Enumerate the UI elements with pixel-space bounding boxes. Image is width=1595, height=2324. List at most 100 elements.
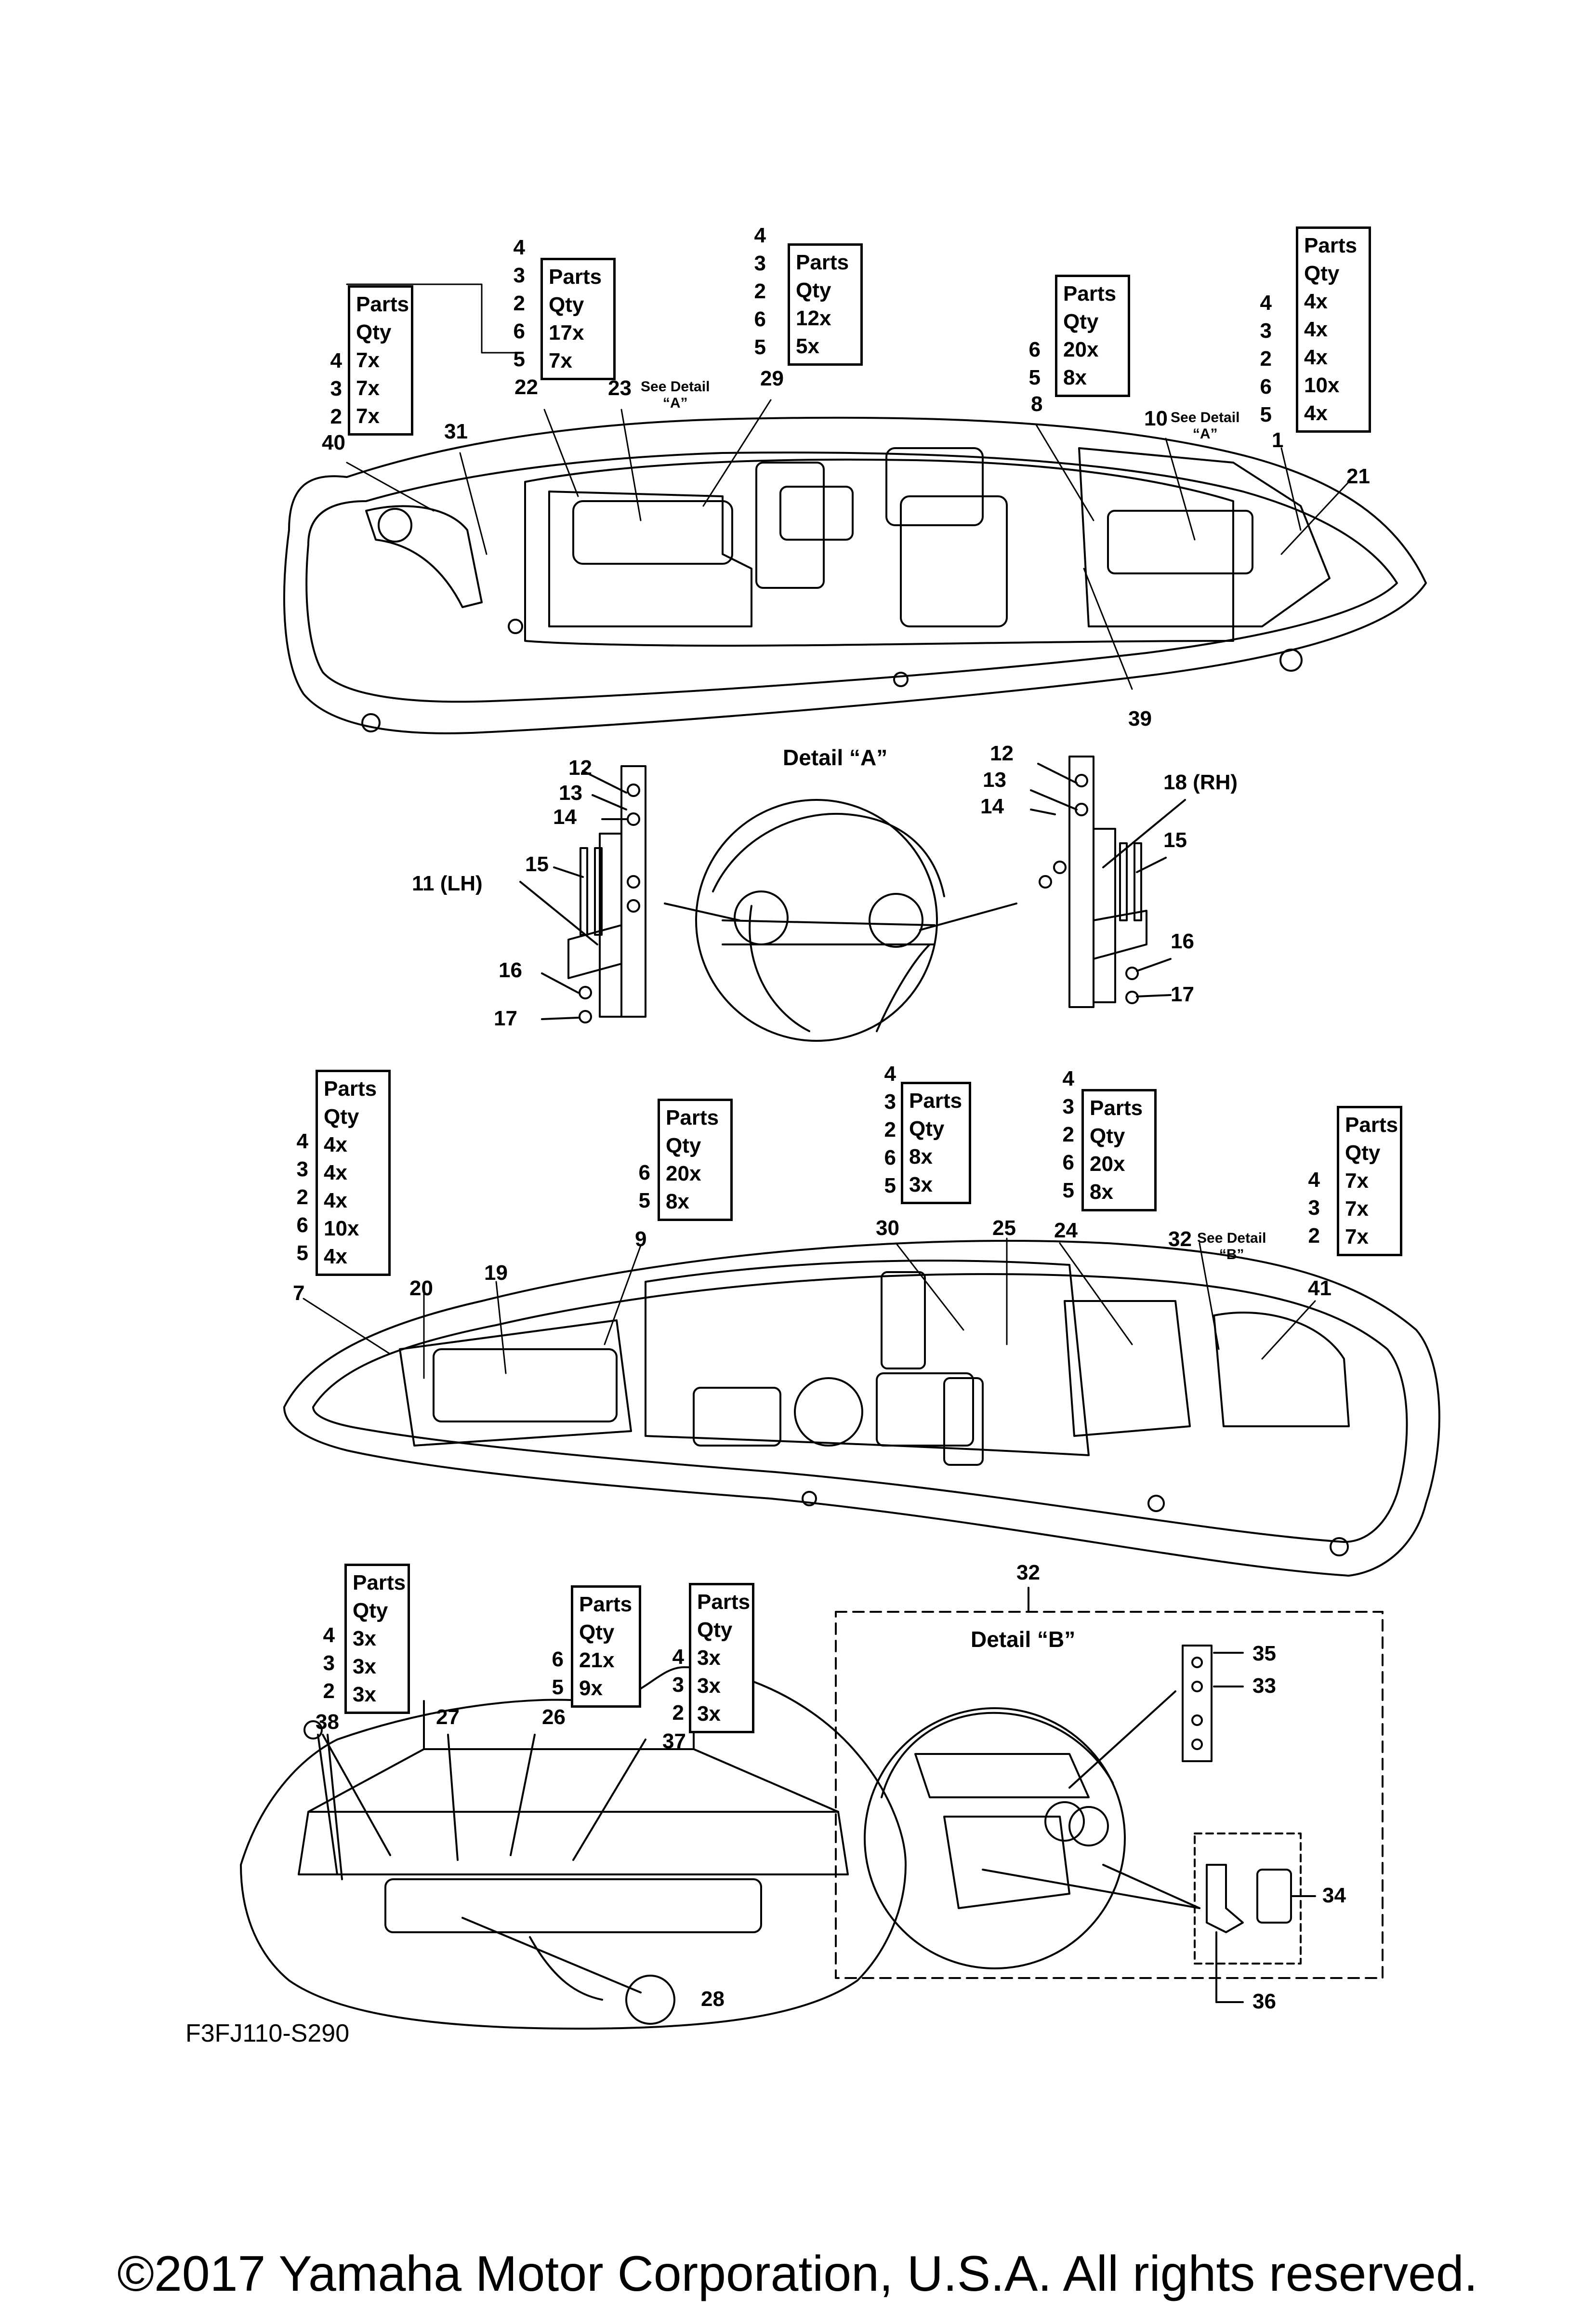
callout-15-lh: 15 <box>525 852 549 876</box>
parts-qty-table-t22: Parts Qty 17x 7x <box>540 258 616 380</box>
detail-ref-a: “A” <box>1192 426 1218 442</box>
callout-7: 7 <box>293 1281 305 1305</box>
parts-qty-table-t26: Parts Qty 21x 9x <box>571 1585 641 1708</box>
qty-value: 7x <box>356 348 380 372</box>
qty-value: 4x <box>324 1133 347 1156</box>
ref-number: 4 <box>754 224 766 247</box>
qty-value: 20x <box>1090 1152 1125 1176</box>
parts-qty-table-t38: Parts Qty 3x 3x 3x <box>344 1564 410 1714</box>
qty-value: 10x <box>1304 373 1340 397</box>
table-header-parts: Parts <box>1345 1113 1398 1137</box>
parts-qty-table-t40: Parts Qty 7x 7x 7x <box>348 285 413 436</box>
ref-number: 4 <box>323 1623 335 1647</box>
qty-value: 3x <box>909 1173 933 1196</box>
ref-number: 6 <box>513 319 525 343</box>
table-header-parts: Parts <box>579 1593 633 1616</box>
callout-23: 23 <box>608 376 632 400</box>
see-detail-text: See Detail <box>641 379 710 395</box>
hinge-bracket-rh <box>1030 756 1186 1008</box>
callout-16-lh: 16 <box>499 958 522 982</box>
ref-number: 6 <box>1062 1151 1074 1174</box>
ref-number: 6 <box>552 1647 564 1671</box>
ref-column-t40: 4 3 2 <box>318 347 342 431</box>
callout-18-rh: 18 (RH) <box>1163 770 1238 794</box>
boat-hull-lower <box>283 1240 1440 1577</box>
qty-value: 3x <box>697 1674 721 1698</box>
table-header-qty: Qty <box>324 1105 359 1129</box>
detail-ref-b: “B” <box>1219 1247 1244 1262</box>
callout-24: 24 <box>1054 1219 1078 1242</box>
ref-number: 3 <box>330 377 342 400</box>
ref-number: 2 <box>1062 1123 1074 1146</box>
callout-37: 37 <box>662 1729 686 1753</box>
ref-number: 4 <box>330 349 342 372</box>
qty-value: 4x <box>1304 345 1328 369</box>
ref-number: 3 <box>323 1651 335 1675</box>
table-header-parts: Parts <box>909 1089 962 1113</box>
callout-26: 26 <box>542 1705 566 1729</box>
parts-qty-table-t7: Parts Qty 4x 4x 4x 10x 4x <box>316 1070 391 1276</box>
ref-number: 3 <box>884 1090 896 1114</box>
ref-column-t22: 4 3 2 6 5 <box>501 234 525 373</box>
leaders-upper <box>346 283 1350 690</box>
ref-number: 6 <box>1028 338 1041 361</box>
ref-number: 5 <box>884 1174 896 1197</box>
qty-value: 3x <box>353 1683 376 1706</box>
qty-value: 8x <box>909 1145 933 1169</box>
ref-column-t29: 4 3 2 6 5 <box>742 222 766 361</box>
callout-14-rh: 14 <box>980 795 1004 818</box>
callout-31: 31 <box>444 420 468 443</box>
qty-value: 3x <box>353 1655 376 1678</box>
ref-number: 2 <box>330 405 342 428</box>
table-header-parts: Parts <box>1304 234 1358 257</box>
ref-number: 4 <box>296 1129 308 1153</box>
ref-number: 2 <box>296 1185 308 1209</box>
ref-number: 4 <box>1308 1168 1320 1192</box>
ref-number: 4 <box>1062 1067 1074 1090</box>
table-header-qty: Qty <box>356 320 392 344</box>
ref-column-t1: 4 3 2 6 5 <box>1248 289 1272 429</box>
table-header-parts: Parts <box>796 251 849 274</box>
parts-qty-table-t37: Parts Qty 3x 3x 3x <box>689 1583 754 1733</box>
callout-10: 10 <box>1144 407 1168 430</box>
ref-number: 6 <box>1260 375 1272 398</box>
callout-38: 38 <box>316 1710 339 1734</box>
callout-9: 9 <box>635 1227 647 1251</box>
ref-number: 3 <box>1260 319 1272 343</box>
qty-value: 8x <box>1090 1180 1113 1204</box>
ref-column-t41: 4 3 2 <box>1296 1166 1320 1250</box>
ref-column-t37: 4 3 2 <box>660 1643 684 1727</box>
ref-number: 6 <box>638 1161 650 1184</box>
hinge-bracket-lh <box>519 765 646 1023</box>
detail-b-frame <box>835 1587 1384 2003</box>
detail-b-title: Detail “B” <box>971 1627 1076 1652</box>
table-header-qty: Qty <box>1345 1141 1381 1165</box>
see-detail-text: See Detail <box>1197 1230 1266 1246</box>
callout-1: 1 <box>1272 428 1284 452</box>
ref-number: 6 <box>754 307 766 331</box>
callout-22: 22 <box>514 375 538 399</box>
ref-number: 5 <box>513 347 525 371</box>
table-header-parts: Parts <box>549 265 602 289</box>
qty-value: 4x <box>324 1161 347 1184</box>
ref-number: 2 <box>754 279 766 303</box>
ref-column-t9: 6 5 <box>626 1159 650 1215</box>
parts-qty-table-t9: Parts Qty 20x 8x <box>658 1099 733 1221</box>
table-header-parts: Parts <box>1090 1096 1143 1120</box>
table-header-parts: Parts <box>697 1590 751 1614</box>
ref-number: 3 <box>1062 1095 1074 1118</box>
ref-number: 3 <box>754 252 766 275</box>
callout-13-lh: 13 <box>559 781 582 805</box>
callout-12-lh: 12 <box>568 756 592 780</box>
parts-qty-table-t24: Parts Qty 20x 8x <box>1081 1089 1157 1211</box>
callout-30: 30 <box>876 1216 899 1240</box>
callout-36: 36 <box>1252 1990 1276 2013</box>
see-detail-note-23: See Detail “A” <box>641 379 710 412</box>
ref-number: 5 <box>638 1189 650 1212</box>
callout-29: 29 <box>760 367 784 390</box>
ref-number: 4 <box>672 1645 684 1669</box>
callout-8: 8 <box>1031 392 1043 416</box>
parts-qty-table-t29: Parts Qty 12x 5x <box>788 243 863 366</box>
ref-number: 6 <box>296 1213 308 1237</box>
